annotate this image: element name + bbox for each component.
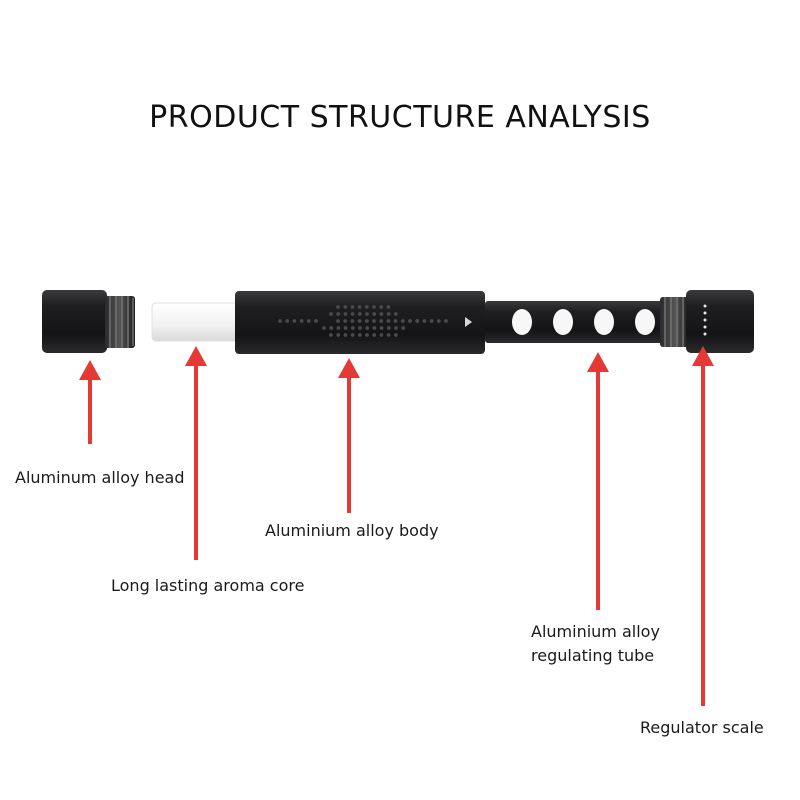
arrow-scale [692, 346, 714, 706]
aroma-core [151, 302, 241, 342]
arrow-tube [587, 352, 609, 610]
aluminum-alloy-head [42, 290, 135, 353]
label-aluminum-alloy-head: Aluminum alloy head [15, 468, 185, 487]
aluminium-alloy-body [235, 291, 485, 354]
arrow-head [79, 360, 101, 444]
arrow-body [338, 358, 360, 513]
label-aroma-core: Long lasting aroma core [111, 576, 305, 595]
label-regulating-tube: Aluminium alloy regulating tube [531, 622, 660, 665]
arrow-core [185, 346, 207, 560]
label-aluminium-alloy-body: Aluminium alloy body [265, 521, 439, 540]
regulator-scale [660, 290, 754, 353]
label-regulator-scale: Regulator scale [640, 718, 764, 737]
page-title: PRODUCT STRUCTURE ANALYSIS [149, 100, 651, 135]
regulating-tube [485, 301, 665, 343]
